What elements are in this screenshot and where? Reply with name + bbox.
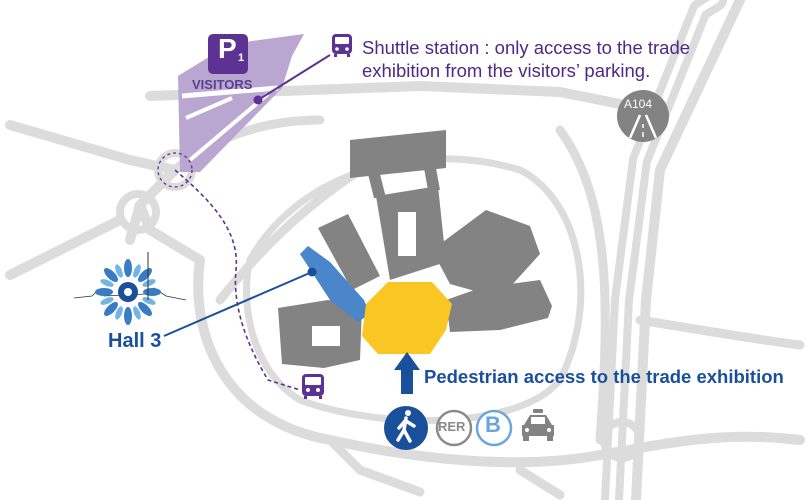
shuttle-leader-line — [257, 54, 331, 101]
parking-label: VISITORS — [192, 77, 253, 92]
rer-icon — [435, 409, 473, 447]
hall-3-building[interactable] — [300, 246, 370, 322]
building-courtyard — [398, 212, 416, 256]
shuttle-line-1: Shuttle station : only access to the tra… — [362, 37, 691, 58]
shuttle-station-description: Shuttle station : only access to the tra… — [362, 36, 690, 82]
pedestrian-arrow-icon — [394, 352, 420, 394]
hall-3-leader-line — [163, 271, 313, 337]
parking-badge-letter: P — [218, 33, 237, 64]
exhibition-buildings[interactable] — [278, 130, 552, 368]
parking-p1-badge — [208, 34, 248, 74]
highway-label: A104 — [624, 97, 653, 111]
entrance-hub[interactable] — [362, 282, 452, 354]
shuttle-stop-bus-icon[interactable] — [302, 374, 324, 399]
hall-3-label[interactable]: Hall 3 — [108, 330, 162, 352]
hall-3-pin — [307, 267, 317, 277]
bus-line-b-icon — [475, 409, 513, 447]
hall-3-flower-logo-icon — [73, 252, 187, 325]
shuttle-route-roundabout — [157, 152, 193, 188]
parking-badge-number: 1 — [238, 52, 245, 64]
bus-icon — [332, 34, 352, 57]
shuttle-line-2: exhibition from the visitors’ parking. — [362, 60, 651, 81]
visitors-parking-area[interactable] — [178, 34, 304, 172]
pedestrian-access-label: Pedestrian access to the trade exhibitio… — [424, 366, 784, 387]
highway-icon — [617, 90, 669, 142]
bus-line-b-label: B — [485, 412, 501, 437]
walking-person-icon — [384, 406, 428, 450]
taxi-icon — [522, 409, 554, 441]
shuttle-route-line — [174, 169, 301, 391]
parking-pin — [253, 95, 263, 105]
rer-label: RER — [438, 419, 466, 434]
